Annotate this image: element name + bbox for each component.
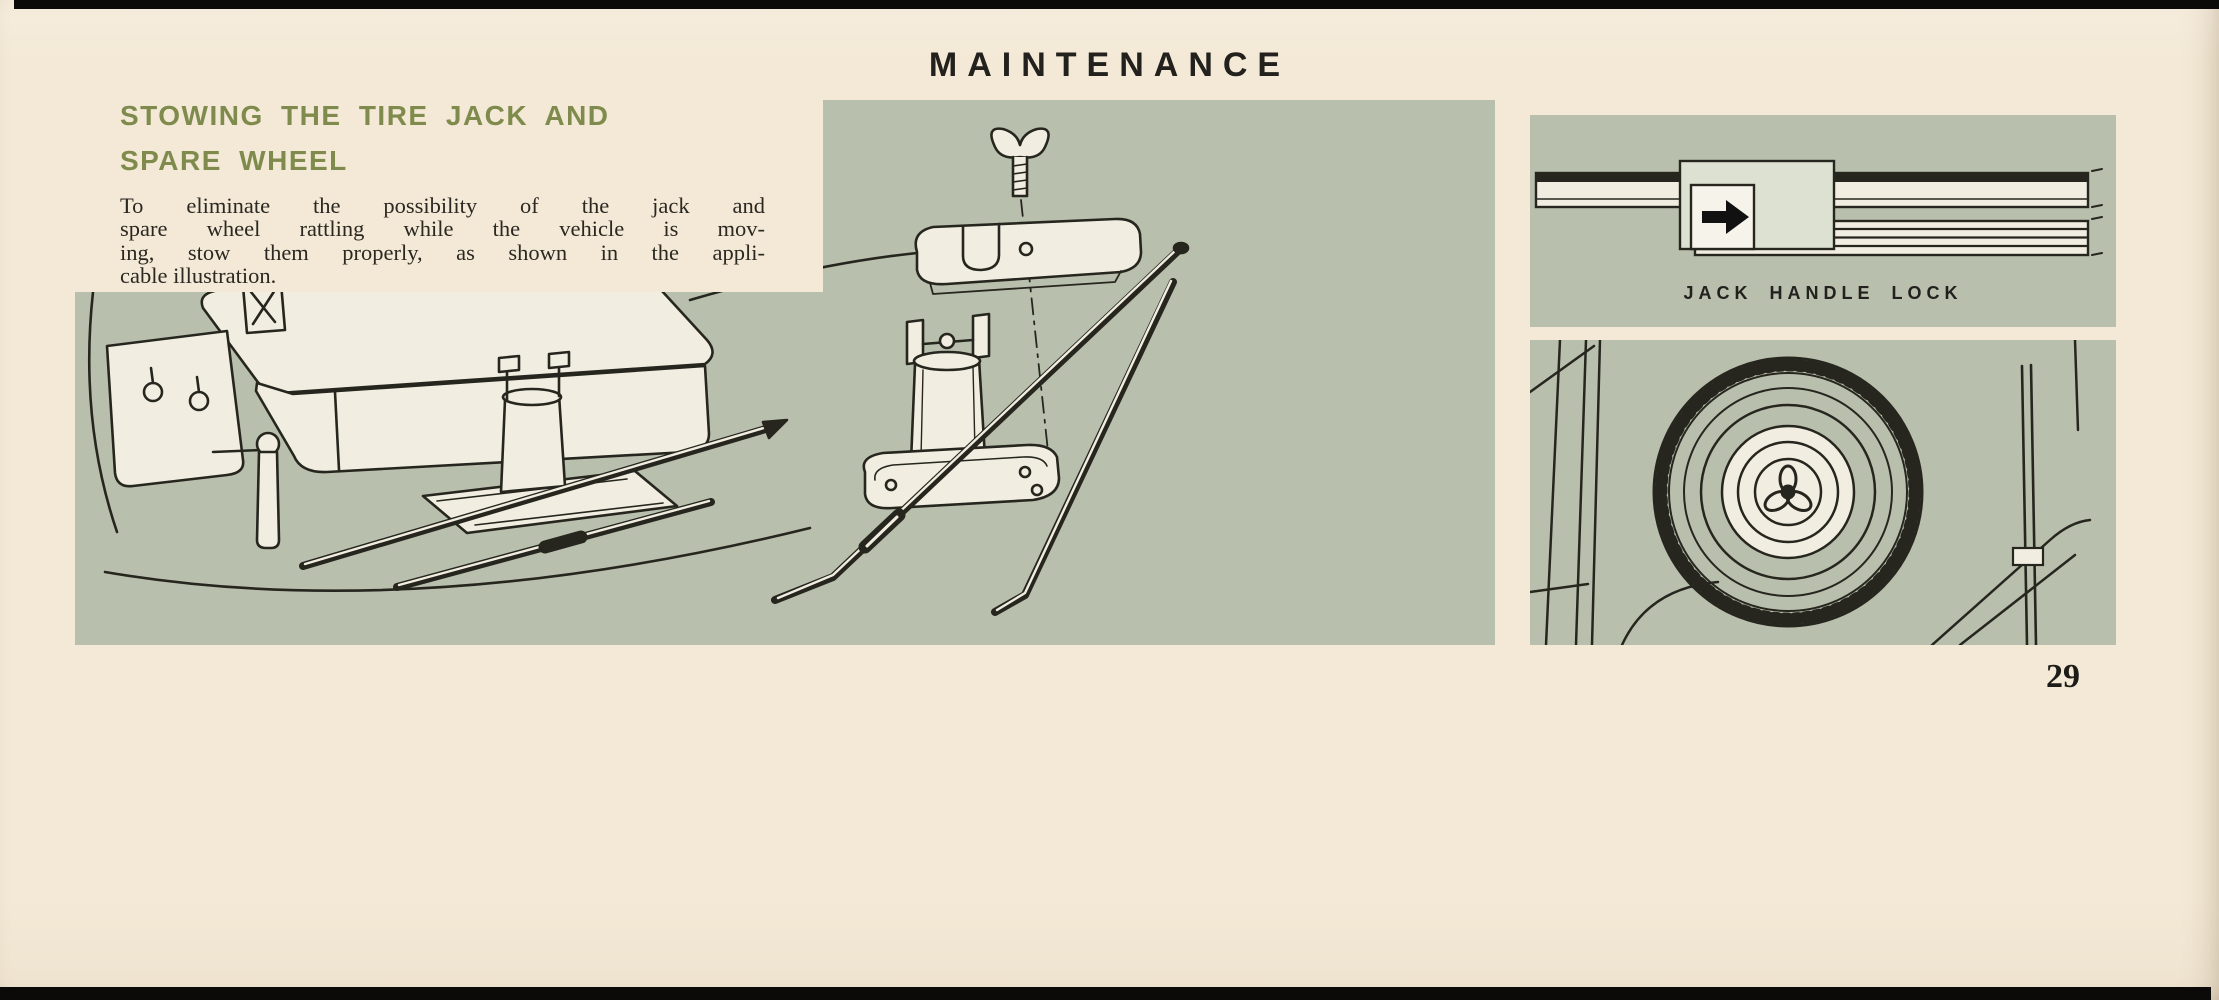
- text-notch: [75, 100, 823, 292]
- figure-caption: JACK HANDLE LOCK: [1683, 283, 1963, 303]
- exploded-rods-drawing: [771, 241, 1190, 616]
- scan-edge-top: [14, 0, 2219, 9]
- section-heading: STOWING THE TIRE JACK AND SPARE WHEEL: [120, 94, 772, 184]
- heading-line: STOWING THE TIRE JACK AND: [120, 100, 610, 131]
- vehicle-interior-drawing: [87, 250, 929, 592]
- door-frame-lines: [1530, 340, 1602, 645]
- jack-handle-rods-drawing: [299, 418, 789, 591]
- body-text-line: To eliminate the possibility of the jack…: [120, 192, 765, 218]
- spare-wheel-drawing: [1530, 340, 2092, 645]
- heading-line: SPARE WHEEL: [120, 144, 348, 176]
- jack-handle-lock-panel: JACK HANDLE LOCK: [1530, 115, 2116, 327]
- stowed-jack-drawing: [421, 350, 679, 535]
- tire-drawing: [1652, 356, 1924, 628]
- wing-nut-drawing: [1763, 464, 1813, 512]
- exploded-jack-drawing: [862, 127, 1143, 510]
- section-text: STOWING THE TIRE JACK AND SPARE WHEEL To…: [120, 94, 772, 288]
- body-text-line: cable illustration.: [120, 263, 277, 289]
- stowed-rod-drawing: [2011, 363, 2045, 645]
- right-arrow-icon: [1702, 200, 1749, 234]
- interior-panel-lines: [1530, 340, 2092, 645]
- scan-edge-bottom: [0, 987, 2211, 1000]
- body-text-line: spare wheel rattling while the vehicle i…: [120, 216, 765, 242]
- jack-stowage-drawing: [87, 127, 1190, 616]
- spare-wheel-panel: [1530, 340, 2116, 645]
- section-body: To eliminate the possibility of the jack…: [120, 194, 772, 288]
- lock-clamp-drawing: [1678, 159, 1836, 251]
- body-text-line: ing, stow them properly, as shown in the…: [120, 239, 765, 265]
- jack-handle-lock-drawing: [1534, 159, 2103, 257]
- page-title: MAINTENANCE: [928, 46, 1291, 84]
- page-number: 29: [2046, 658, 2080, 695]
